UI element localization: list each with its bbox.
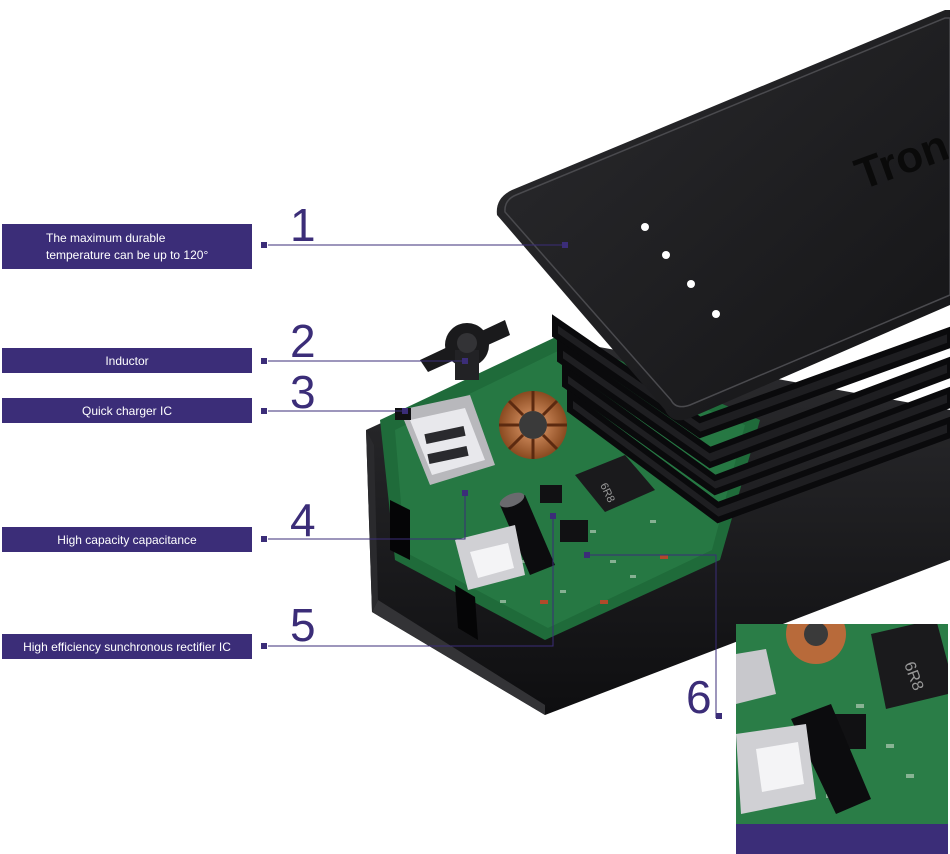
side-ports (390, 500, 478, 640)
label-high-capacity-capacitance: High capacity capacitance (2, 527, 252, 552)
label-quick-charger-ic: Quick charger IC (2, 398, 252, 423)
inductor-coil (499, 391, 567, 459)
callout-number-6: 6 (686, 671, 712, 723)
callout-number-1: 1 (290, 199, 316, 251)
inductor-clip (420, 320, 510, 380)
callout-lines (268, 244, 717, 718)
callout-markers (261, 242, 722, 719)
power-chip: 6R8 (575, 455, 655, 512)
usb-a-port (400, 395, 495, 485)
label-max-temperature-line-2: temperature can be up to 120° (46, 247, 209, 262)
callout-number-5: 5 (290, 599, 316, 651)
circuit-closeup-inset: 6R8 (736, 624, 948, 854)
callout-number-3: 3 (290, 366, 316, 418)
label-max-temperature-line-1: The maximum durable (46, 230, 166, 245)
led-indicator-icons (641, 223, 720, 318)
callout-number-4: 4 (290, 494, 316, 546)
usb-c-port (455, 525, 525, 590)
label-inductor: Inductor (2, 348, 252, 373)
device-lid: Tron (496, 10, 950, 421)
closeup-illustration: 6R8 (736, 624, 948, 854)
heat-sink-fins (552, 314, 950, 524)
capacitor (499, 492, 555, 575)
callout-number-2: 2 (290, 315, 316, 367)
label-rectifier-ic: High efficiency sunchronous rectifier IC (2, 634, 252, 659)
label-max-temperature: The maximum durable temperature can be u… (2, 224, 252, 269)
